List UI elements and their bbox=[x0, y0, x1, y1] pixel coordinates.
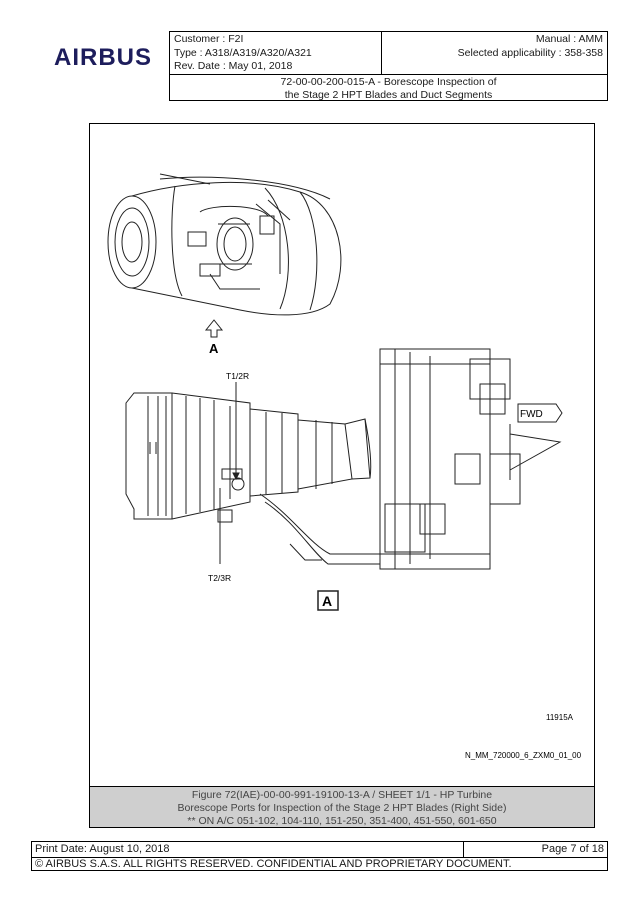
copyright-notice: © AIRBUS S.A.S. ALL RIGHTS RESERVED. CON… bbox=[35, 858, 512, 870]
view-label-top: A bbox=[209, 341, 219, 356]
task-title: 72-00-00-200-015-A - Borescope Inspectio… bbox=[170, 75, 607, 101]
page-number: Page 7 of 18 bbox=[463, 842, 607, 857]
fwd-label: FWD bbox=[520, 409, 543, 420]
task-title-line2: the Stage 2 HPT Blades and Duct Segments bbox=[284, 88, 493, 101]
figure-code-2: N_MM_720000_6_ZXM0_01_00 bbox=[465, 751, 582, 760]
fwd-arrow bbox=[517, 403, 563, 423]
caption-line3: ** ON A/C 051-102, 104-110, 151-250, 351… bbox=[187, 815, 497, 827]
rev-date-field: Rev. Date : May 01, 2018 bbox=[174, 60, 293, 72]
document-header: Customer : F2I Type : A318/A319/A320/A32… bbox=[169, 31, 608, 101]
header-left-cell: Customer : F2I Type : A318/A319/A320/A32… bbox=[170, 32, 382, 75]
t2-label: T2/3R bbox=[208, 573, 231, 583]
airbus-logo: AIRBUS bbox=[54, 44, 153, 71]
footer-row: Print Date: August 10, 2018 Page 7 of 18 bbox=[32, 842, 607, 858]
caption-line1: Figure 72(IAE)-00-00-991-19100-13-A / SH… bbox=[191, 789, 493, 801]
engine-nacelle-view bbox=[107, 173, 342, 316]
t1-label: T1/2R bbox=[226, 371, 249, 381]
task-title-line1: 72-00-00-200-015-A - Borescope Inspectio… bbox=[280, 76, 497, 88]
type-field: Type : A318/A319/A320/A321 bbox=[174, 46, 312, 59]
engine-section-view bbox=[125, 348, 562, 570]
document-footer: Print Date: August 10, 2018 Page 7 of 18… bbox=[31, 841, 608, 871]
applicability-field: Selected applicability : 358-358 bbox=[457, 46, 603, 59]
caption-line2: Borescope Ports for Inspection of the St… bbox=[177, 802, 507, 814]
customer-field: Customer : F2I bbox=[174, 33, 244, 45]
engine-drawing: A T1/2R T2/3R A FWD 11915A N_MM_720000_6… bbox=[107, 173, 582, 760]
figure-frame: A T1/2R T2/3R A FWD 11915A N_MM_720000_6… bbox=[89, 123, 595, 828]
view-arrow bbox=[204, 319, 224, 338]
print-date: Print Date: August 10, 2018 bbox=[35, 843, 170, 855]
header-right-cell: Manual : AMM Selected applicability : 35… bbox=[382, 32, 607, 75]
view-label-box bbox=[317, 590, 339, 611]
manual-field: Manual : AMM bbox=[535, 33, 603, 45]
figure-code-1: 11915A bbox=[546, 713, 574, 722]
view-label-box-text: A bbox=[322, 593, 332, 609]
figure-caption: Figure 72(IAE)-00-00-991-19100-13-A / SH… bbox=[89, 786, 595, 828]
